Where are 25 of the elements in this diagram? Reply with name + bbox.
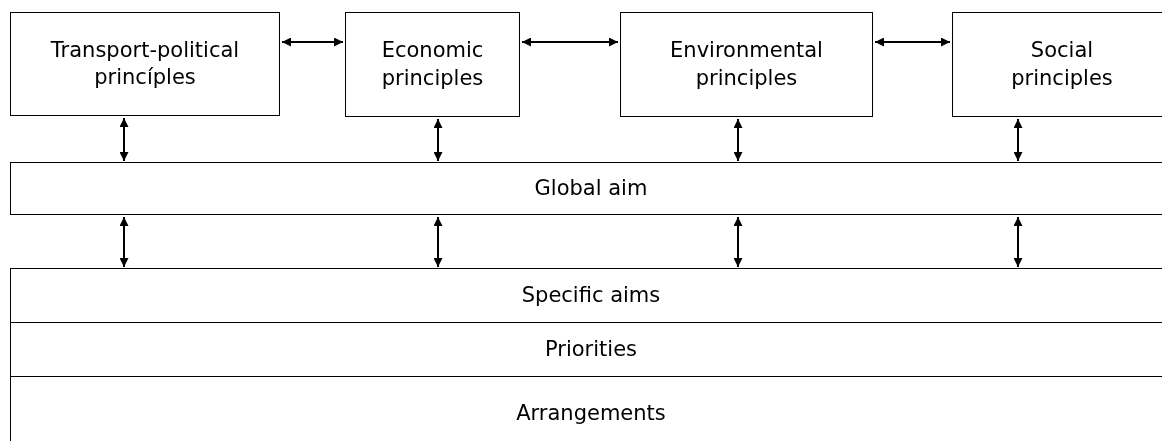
double-arrow [874,37,951,47]
double-arrow [733,118,743,162]
box-label: Economic principles [380,37,485,92]
double-arrow [119,216,129,268]
text-box [620,12,873,117]
text-box [10,162,1162,215]
text-box [10,12,280,116]
box-label: Specific aims [521,281,661,309]
double-arrow [119,117,129,162]
text-box [345,12,520,117]
text-box [10,268,1162,323]
box-label: Transport-political princíples [49,36,241,91]
box-label: Environmental principles [669,37,824,92]
double-arrow [1013,118,1023,162]
double-arrow [433,216,443,268]
text-box [952,12,1162,117]
double-arrow [733,216,743,268]
double-arrow [521,37,619,47]
box-label: Priorities [545,335,637,363]
double-arrow [281,37,344,47]
box-label: Global aim [534,174,648,202]
double-arrow [433,118,443,162]
box-label: Social principles [1010,37,1114,92]
double-arrow [1013,216,1023,268]
box-label: Arrangements [516,399,666,427]
